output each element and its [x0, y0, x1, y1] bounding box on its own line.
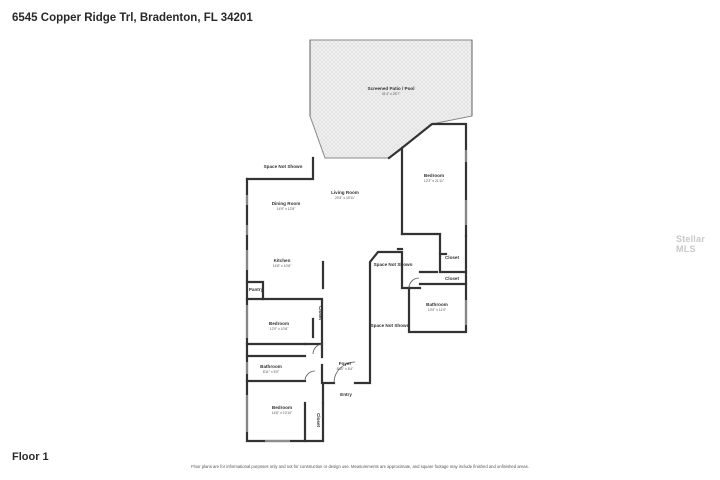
svg-text:12'3" x 21'11": 12'3" x 21'11" [424, 179, 445, 183]
entry-label: Entry [340, 392, 352, 397]
room-closet-southwest: Closet [316, 413, 321, 428]
svg-text:Dining Room: Dining Room [272, 201, 301, 206]
space-not-shown-top: Space Not Shown [264, 164, 303, 169]
door-swings [304, 277, 420, 384]
svg-text:Closet: Closet [445, 255, 460, 260]
room-closet-east-lower: Closet [445, 276, 460, 281]
svg-text:Bedroom: Bedroom [424, 173, 444, 178]
room-living: Living Room 20'3" x 15'11" [331, 190, 359, 200]
listing-address: 6545 Copper Ridge Trl, Bradenton, FL 342… [12, 12, 253, 24]
room-closet-east-upper: Closet [445, 255, 460, 260]
room-bedroom-northeast: Bedroom 12'3" x 21'11" [424, 173, 445, 183]
room-pantry: Pantry [249, 287, 264, 292]
svg-text:Bathroom: Bathroom [426, 302, 448, 307]
svg-text:14'6" x 10'10": 14'6" x 10'10" [272, 411, 293, 415]
svg-text:Closet: Closet [318, 306, 323, 321]
room-closet-west: Closet [318, 306, 323, 321]
svg-text:12'0" x 10'8": 12'0" x 10'8" [270, 327, 289, 331]
room-patio: Screened Patio / Pool 31'4" x 25'7" [368, 86, 415, 96]
svg-text:31'4" x 25'7": 31'4" x 25'7" [382, 92, 401, 96]
windows [246, 150, 467, 442]
svg-text:Closet: Closet [445, 276, 460, 281]
room-bedroom-southwest: Bedroom 14'6" x 10'10" [272, 405, 293, 415]
watermark-logo: Stellar MLS [676, 234, 705, 254]
svg-text:Bedroom: Bedroom [269, 321, 289, 326]
svg-text:Bathroom: Bathroom [260, 364, 282, 369]
room-bathroom-west: Bathroom 8'11" x 5'0" [260, 364, 282, 374]
room-dining: Dining Room 14'9" x 12'8" [272, 201, 301, 211]
svg-text:10'0" x 11'0": 10'0" x 11'0" [428, 308, 447, 312]
svg-text:14'9" x 12'8": 14'9" x 12'8" [277, 207, 296, 211]
svg-text:Pantry: Pantry [249, 287, 264, 292]
room-bedroom-west: Bedroom 12'0" x 10'8" [269, 321, 289, 331]
exterior-walls [245, 122, 468, 443]
patio-area [309, 39, 473, 159]
disclaimer-text: Floor plans are for informational purpos… [191, 464, 529, 469]
room-bathroom-east: Bathroom 10'0" x 11'0" [426, 302, 448, 312]
space-not-shown-lower: Space Not Shown [371, 323, 410, 328]
svg-text:Kitchen: Kitchen [274, 258, 291, 263]
svg-text:8'11" x 5'0": 8'11" x 5'0" [263, 370, 280, 374]
svg-text:Bedroom: Bedroom [272, 405, 292, 410]
room-kitchen: Kitchen 14'8" x 10'8" [273, 258, 292, 268]
room-foyer: Foyer 8'10" x 8'4" [337, 361, 355, 371]
space-not-shown-middle: Space Not Shown [374, 262, 413, 267]
interior-walls [245, 232, 468, 443]
svg-text:Closet: Closet [316, 413, 321, 428]
svg-text:Foyer: Foyer [339, 361, 352, 366]
svg-text:14'8" x 10'8": 14'8" x 10'8" [273, 264, 292, 268]
svg-text:Screened Patio / Pool: Screened Patio / Pool [368, 86, 415, 91]
floor-label: Floor 1 [12, 451, 49, 463]
svg-text:8'10" x 8'4": 8'10" x 8'4" [337, 367, 355, 371]
svg-text:20'3" x 15'11": 20'3" x 15'11" [335, 196, 356, 200]
svg-text:Living Room: Living Room [331, 190, 359, 195]
